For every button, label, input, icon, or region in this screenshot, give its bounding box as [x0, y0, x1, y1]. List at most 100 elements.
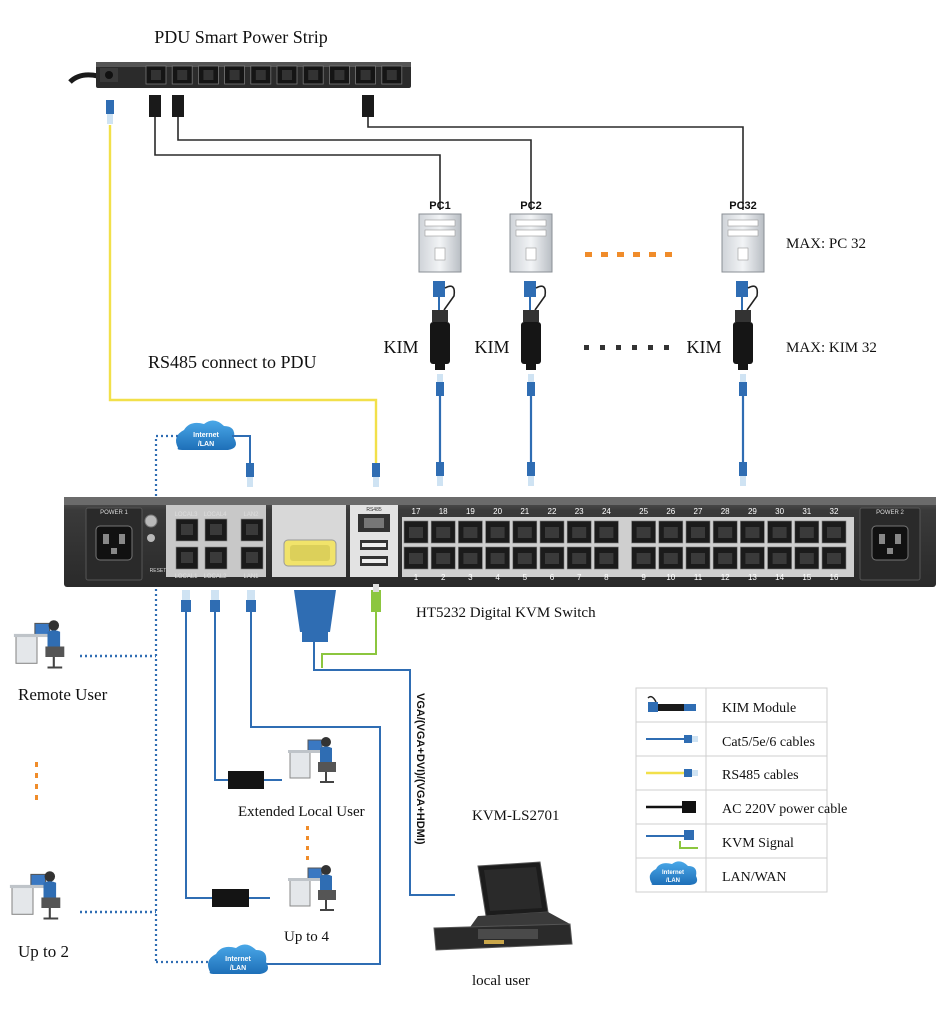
pdu-outlet	[250, 65, 272, 85]
extended-local-user-label: Extended Local User	[238, 804, 365, 820]
kvm-signal-icon	[646, 830, 698, 849]
pc-ellipsis-dots	[585, 252, 672, 257]
upto4-label: Up to 4	[284, 929, 330, 945]
port-number-top: 27	[694, 507, 703, 516]
local-ellipsis-dots	[306, 826, 309, 860]
extender-box-1	[228, 771, 264, 789]
user-workstation-icon	[13, 620, 65, 669]
switch-name: HT5232 Digital KVM Switch	[416, 605, 596, 621]
user-workstation-icon	[9, 871, 61, 920]
kim-module-icon	[647, 695, 696, 712]
cloud-top-text-1: Internet	[193, 432, 219, 439]
local-user-label: local user	[472, 973, 530, 989]
kim-label: KIM	[475, 337, 510, 357]
port-number-bottom: 6	[550, 573, 555, 582]
pc-label: PC1	[429, 200, 450, 212]
port-number-bottom: 3	[468, 573, 473, 582]
rs485-port-label: RS485	[366, 507, 382, 513]
port-number-bottom: 15	[802, 573, 811, 582]
port-number-bottom: 13	[748, 573, 757, 582]
legend-label: RS485 cables	[722, 768, 799, 783]
cloud-top-text-2: /LAN	[198, 441, 214, 448]
port-number-top: 22	[548, 507, 557, 516]
kim-module	[521, 310, 541, 370]
port-number-bottom: 14	[775, 573, 784, 582]
port-number-top: 30	[775, 507, 784, 516]
port-number-top: 17	[412, 507, 421, 516]
port-number-top: 28	[721, 507, 730, 516]
console-name: KVM-LS2701	[472, 808, 560, 824]
power-cable-icon	[646, 801, 696, 813]
kvm-console	[433, 861, 573, 951]
local1-label: LOCAL1	[174, 574, 198, 580]
pdu-outlet	[328, 65, 350, 85]
pdu-outlet	[197, 65, 219, 85]
power-cables	[154, 117, 744, 210]
lan1-label: LAN1	[243, 574, 259, 580]
vga-cable	[294, 584, 455, 896]
pdu-outlet	[224, 65, 246, 85]
kim-label: KIM	[687, 337, 722, 357]
port-number-bottom: 10	[666, 573, 675, 582]
vga-label: VGA/(VGA+DVI)/(VGA+HDMI)	[414, 693, 426, 845]
cloud-icon: Internet /LAN	[649, 861, 698, 885]
port-number-top: 29	[748, 507, 757, 516]
pdu-power-strip	[68, 62, 411, 88]
legend-label: Cat5/5e/6 cables	[722, 735, 815, 750]
pdu-title: PDU Smart Power Strip	[154, 27, 328, 47]
cloud-bottom-text-1: Internet	[225, 956, 251, 963]
legend-box: Internet /LAN	[635, 687, 828, 893]
legend-cloud-text-1: Internet	[662, 870, 684, 876]
port-number-top: 25	[639, 507, 648, 516]
port-number-top: 18	[439, 507, 448, 516]
port-number-top: 23	[575, 507, 584, 516]
internet-cloud-bottom: Internet /LAN	[208, 944, 268, 974]
port-number-bottom: 12	[721, 573, 730, 582]
port-number-bottom: 11	[694, 573, 703, 582]
rs485-label: RS485 connect to PDU	[148, 352, 317, 372]
pc-label: PC32	[729, 200, 757, 212]
legend-cloud-text-2: /LAN	[666, 878, 680, 884]
port-number-bottom: 8	[604, 573, 609, 582]
power1-label: POWER 1	[100, 510, 128, 516]
kim-module	[733, 310, 753, 370]
port-number-top: 20	[493, 507, 502, 516]
pdu-power-plugs	[149, 95, 374, 117]
user-workstation-icon	[288, 737, 336, 783]
remote-ellipsis-dots	[35, 762, 38, 800]
local4-label: LOCAL4	[203, 512, 227, 518]
pdu-outlet	[145, 65, 167, 85]
legend-label: LAN/WAN	[722, 870, 787, 885]
port-number-top: 24	[602, 507, 611, 516]
port-number-bottom: 4	[495, 573, 500, 582]
kim-module	[430, 310, 450, 370]
port-number-bottom: 16	[830, 573, 839, 582]
cat-cable-icon	[646, 735, 698, 743]
local3-label: LOCAL3	[174, 512, 198, 518]
port-number-top: 19	[466, 507, 475, 516]
port-number-bottom: 5	[523, 573, 528, 582]
port-number-bottom: 9	[641, 573, 646, 582]
remote-user-label: Remote User	[18, 685, 108, 704]
upto2-label: Up to 2	[18, 942, 69, 961]
lan2-label: LAN2	[243, 512, 259, 518]
port-number-top: 31	[802, 507, 811, 516]
power2-label: POWER 2	[876, 510, 904, 516]
local2-label: LOCAL2	[203, 574, 227, 580]
user-workstation-icon	[288, 865, 336, 911]
pdu-outlet	[355, 65, 377, 85]
port-number-bottom: 2	[441, 573, 446, 582]
port-number-bottom: 1	[414, 573, 419, 582]
port-number-top: 32	[830, 507, 839, 516]
internet-cloud-top: Internet /LAN	[176, 420, 236, 450]
remote-dotted-line	[154, 434, 178, 962]
rs485-cable	[106, 100, 380, 487]
legend-label: KVM Signal	[722, 836, 794, 851]
port-number-top: 26	[666, 507, 675, 516]
pdu-outlet	[276, 65, 298, 85]
legend-label: AC 220V power cable	[722, 802, 847, 817]
